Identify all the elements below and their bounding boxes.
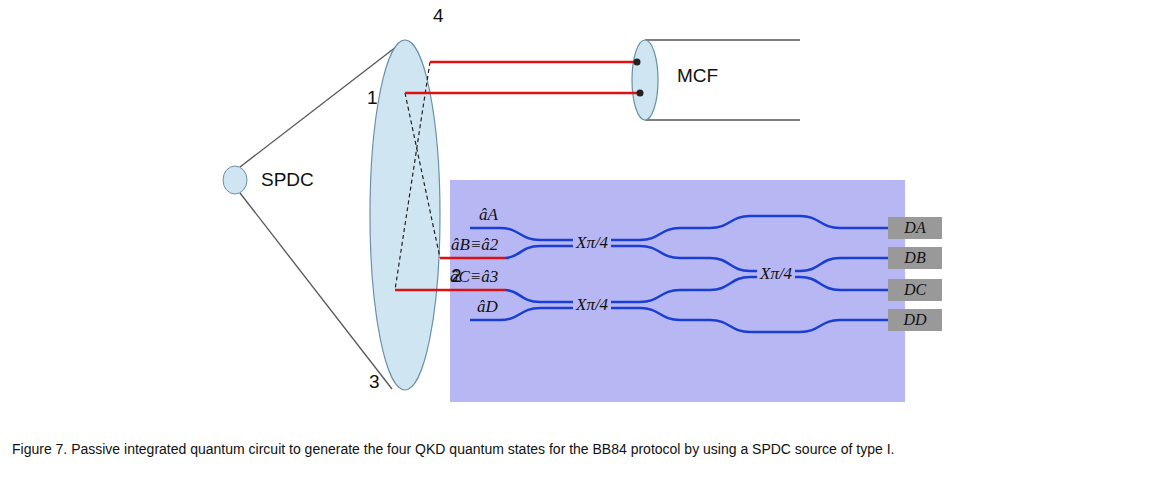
cone-line	[240, 193, 392, 389]
mode-label: âC≡â3	[450, 268, 498, 287]
callout-number: 1	[367, 88, 378, 109]
chip-substrate	[450, 180, 905, 402]
photon-paths	[395, 62, 639, 290]
detector-label: DA	[904, 219, 925, 237]
fiber-outline	[645, 119, 800, 120]
pair-line	[395, 62, 430, 290]
figure-caption: Figure 7. Passive integrated quantum cir…	[12, 440, 1152, 460]
detector-label: DC	[904, 281, 926, 299]
coupler-label: Xπ/4	[573, 234, 611, 253]
waveguides	[470, 216, 890, 332]
detector-box: DA	[888, 217, 942, 239]
pump-spot	[223, 166, 247, 194]
fiber-outline	[645, 39, 800, 40]
fiber-core	[637, 90, 644, 97]
callout-number: 4	[433, 6, 444, 27]
detector-box: DD	[888, 309, 942, 331]
mode-label: âB≡â2	[451, 236, 498, 255]
callout-number: 3	[369, 372, 380, 393]
source-label: SPDC	[261, 170, 314, 191]
detector-box: DB	[888, 247, 942, 269]
pair-line	[405, 93, 440, 258]
fiber-core	[634, 59, 641, 66]
fiber-end	[632, 40, 658, 120]
coupler-label: Xπ/4	[757, 265, 795, 284]
fiber-label: MCF	[677, 66, 718, 87]
mode-label: âD	[477, 298, 498, 317]
detector-label: DD	[903, 311, 926, 329]
detector-box: DC	[888, 279, 942, 301]
mode-label: âA	[479, 206, 498, 225]
detector-label: DB	[904, 249, 925, 267]
coupler-label: Xπ/4	[573, 296, 611, 315]
